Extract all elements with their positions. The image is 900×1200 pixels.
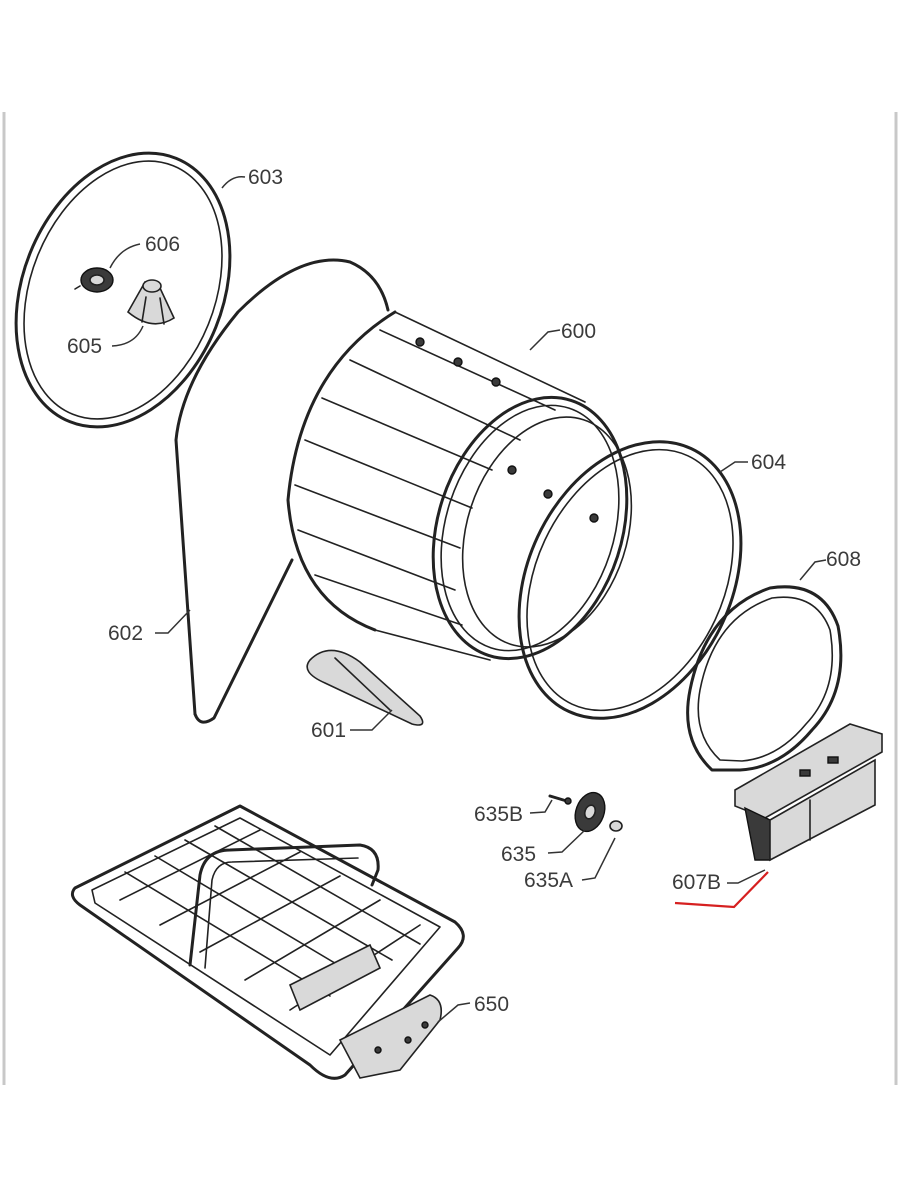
leader-603 bbox=[221, 175, 246, 189]
leader-604 bbox=[719, 461, 748, 473]
leader-635a bbox=[581, 837, 616, 881]
leader-606 bbox=[109, 243, 141, 269]
part-608-felt-seal[interactable] bbox=[686, 585, 843, 772]
highlight-underline bbox=[674, 871, 769, 909]
label-635a: 635A bbox=[524, 869, 573, 892]
label-635: 635 bbox=[501, 843, 536, 866]
label-604: 604 bbox=[751, 451, 786, 474]
label-601: 601 bbox=[311, 719, 346, 742]
leader-lines bbox=[109, 175, 827, 1023]
part-604-front-ring[interactable] bbox=[476, 405, 783, 754]
part-650-drying-rack[interactable] bbox=[70, 804, 465, 1080]
label-607b: 607B bbox=[672, 871, 721, 894]
leader-635 bbox=[547, 829, 586, 854]
leader-608 bbox=[799, 559, 827, 581]
leader-602 bbox=[155, 609, 191, 634]
part-606-bearing[interactable] bbox=[74, 267, 114, 293]
label-606: 606 bbox=[145, 233, 180, 256]
part-607b-bracket[interactable] bbox=[734, 723, 883, 862]
leader-650 bbox=[437, 1002, 471, 1023]
part-605-shaft[interactable] bbox=[126, 279, 176, 325]
part-635-roller[interactable] bbox=[570, 788, 610, 835]
part-600-drum[interactable] bbox=[286, 310, 660, 684]
label-635b: 635B bbox=[474, 803, 523, 826]
label-650: 650 bbox=[474, 993, 509, 1016]
part-635a-clip[interactable] bbox=[609, 820, 623, 832]
leader-635b bbox=[529, 799, 553, 814]
part-603-seal-ring[interactable] bbox=[0, 121, 269, 459]
label-603: 603 bbox=[248, 166, 283, 189]
label-608: 608 bbox=[826, 548, 861, 571]
part-602-belt[interactable] bbox=[174, 258, 390, 724]
label-605: 605 bbox=[67, 335, 102, 358]
label-600: 600 bbox=[561, 320, 596, 343]
leader-607b bbox=[727, 869, 766, 884]
leader-605 bbox=[111, 325, 144, 347]
label-602: 602 bbox=[108, 622, 143, 645]
part-635b-screw[interactable] bbox=[548, 794, 572, 805]
leader-600 bbox=[529, 329, 561, 351]
part-601-baffle[interactable] bbox=[306, 649, 424, 726]
leader-601 bbox=[350, 709, 393, 731]
